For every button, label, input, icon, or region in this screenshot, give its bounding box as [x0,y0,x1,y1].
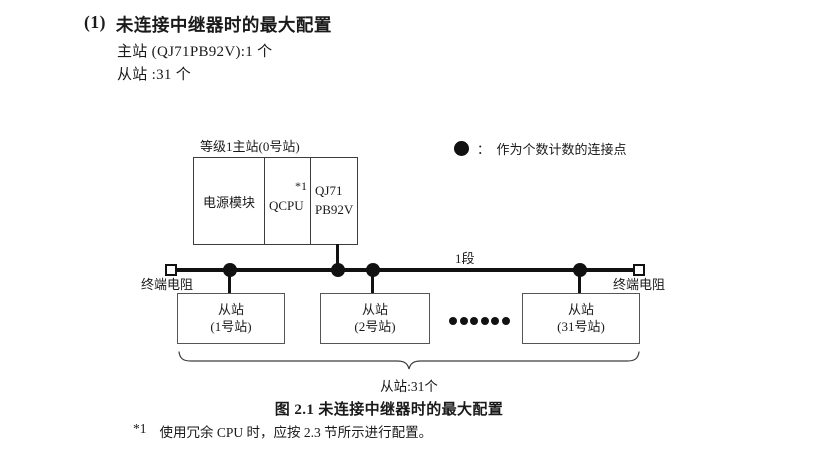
slave-station-number: (31号站) [557,318,605,334]
legend-text: ： 作为个数计数的连接点 [477,142,627,157]
slave-station-box-31: 从站 (31号站) [522,293,640,344]
master-count-line: 主站 (QJ71PB92V):1 个 [117,44,273,60]
terminator-left-icon [165,264,177,276]
ellipsis-dot [501,317,510,325]
section-heading: (1) 未连接中继器时的最大配置 [84,12,332,37]
ellipsis-dots [449,317,510,325]
brace-icon [178,351,640,370]
ellipsis-dot [470,317,478,325]
slave-count-line: 从站 :31 个 [117,67,192,83]
slave2-drop-line [371,270,374,294]
slave-label: 从站 [567,301,594,317]
segment-label: 1段 [455,251,475,266]
connection-dot [573,263,587,277]
ellipsis-dot [459,317,468,325]
connection-dot [331,263,345,277]
network-module-line1: QJ71 [315,183,343,199]
ellipsis-dot [491,317,499,325]
terminator-right-label: 终端电阻 [613,277,666,292]
slave-station-box-1: 从站 (1号站) [177,293,285,344]
footnote-text: 使用冗余 CPU 时，应按 2.3 节所示进行配置。 [159,425,433,440]
slave-station-box-2: 从站 (2号站) [320,293,430,344]
connection-dot [366,263,380,277]
master-drop-line [336,244,339,272]
master-station-label: 等级1主站(0号站) [200,139,300,154]
bus-line [171,268,639,272]
network-module-cell: QJ71 PB92V [311,158,357,244]
network-module-line2: PB92V [315,202,354,217]
slave31-drop-line [578,270,581,294]
footnote-marker: *1 [133,421,147,436]
slave1-drop-line [228,270,231,294]
section-number: (1) [84,12,106,32]
connection-dot [223,263,237,277]
slave-station-number: (2号站) [354,318,396,334]
cpu-label: QCPU [269,198,304,213]
terminator-left-label: 终端电阻 [141,277,194,292]
cpu-footnote-marker: *1 [295,179,307,193]
connection-point-icon [454,141,469,156]
terminator-right-icon [633,264,645,276]
cpu-cell: *1 QCPU [265,158,311,244]
legend: ： 作为个数计数的连接点 [454,139,627,158]
slave-label: 从站 [217,301,244,317]
ellipsis-dot [480,317,489,325]
footnote: *1 使用冗余 CPU 时，应按 2.3 节所示进行配置。 [133,421,432,441]
ellipsis-dot [449,317,457,325]
slave-total-label: 从站:31个 [380,379,438,394]
slave-label: 从站 [361,301,388,317]
slave-station-number: (1号站) [210,318,252,334]
section-title: 未连接中继器时的最大配置 [115,15,332,35]
master-station-box: 电源模块 *1 QCPU QJ71 PB92V [193,157,358,245]
power-module-cell: 电源模块 [194,158,265,244]
figure-caption: 图 2.1 未连接中继器时的最大配置 [274,402,504,418]
